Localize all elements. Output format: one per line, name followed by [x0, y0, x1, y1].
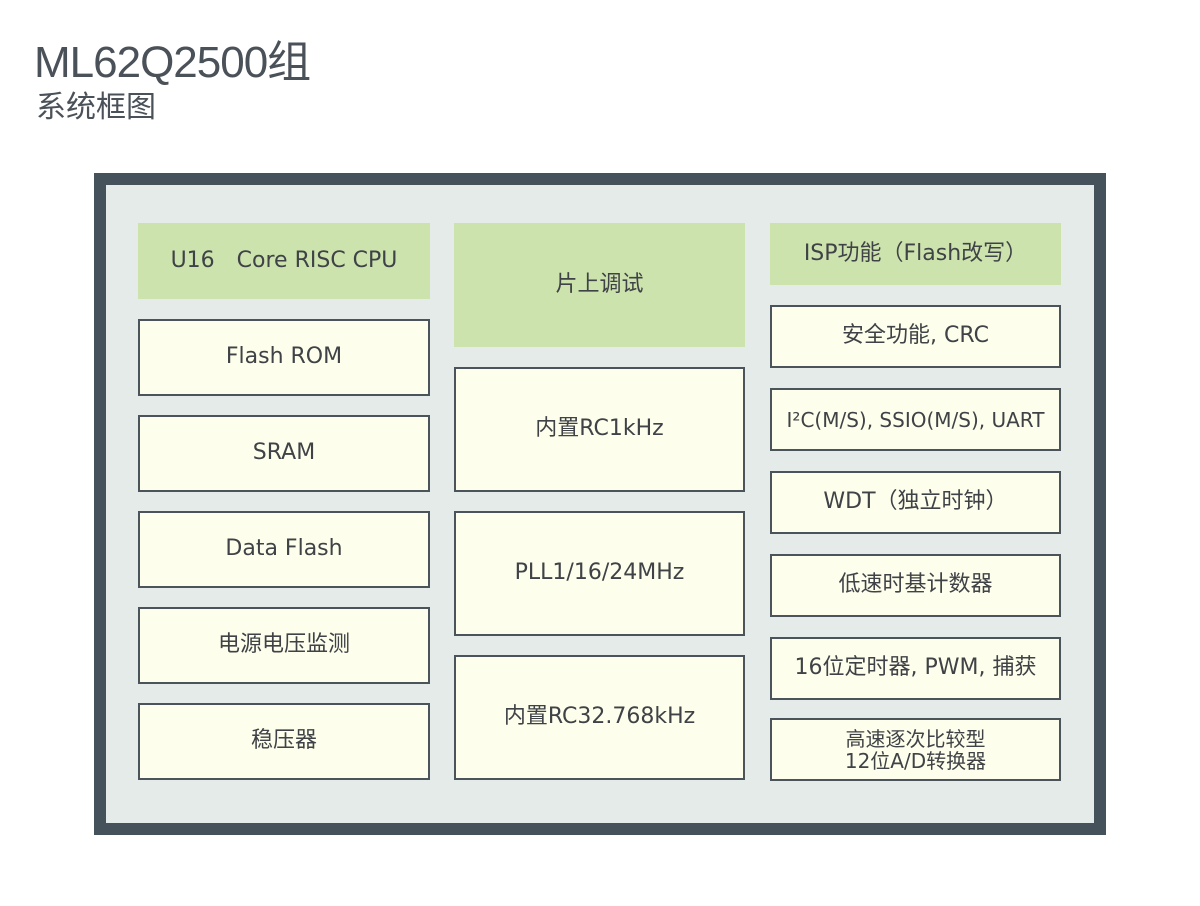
block-cpu-core: U16 Core RISC CPU [138, 223, 430, 299]
block-adc: 高速逐次比较型 12位A/D转换器 [770, 718, 1061, 781]
block-wdt: WDT（独立时钟） [770, 471, 1061, 534]
block-serial-interfaces: I²C(M/S), SSIO(M/S), UART [770, 388, 1061, 451]
block-16bit-timer: 16位定时器, PWM, 捕获 [770, 637, 1061, 700]
block-flash-rom: Flash ROM [138, 319, 430, 396]
chip-body: U16 Core RISC CPU Flash ROM SRAM Data Fl… [106, 185, 1094, 823]
block-data-flash: Data Flash [138, 511, 430, 588]
block-adc-line2: 12位A/D转换器 [844, 748, 987, 773]
block-time-base-counter: 低速时基计数器 [770, 554, 1061, 617]
page-subtitle: 系统框图 [36, 90, 156, 125]
block-rc-32khz: 内置RC32.768kHz [454, 655, 745, 780]
block-isp: ISP功能（Flash改写） [770, 223, 1061, 285]
block-voltage-monitor: 电源电压监测 [138, 607, 430, 684]
block-on-chip-debug: 片上调试 [454, 223, 745, 347]
block-rc-1khz: 内置RC1kHz [454, 367, 745, 492]
block-adc-line1: 高速逐次比较型 [845, 726, 986, 751]
page-title: ML62Q2500组 [34, 38, 311, 87]
block-sram: SRAM [138, 415, 430, 492]
block-pll: PLL1/16/24MHz [454, 511, 745, 636]
block-security-crc: 安全功能, CRC [770, 305, 1061, 368]
block-regulator: 稳压器 [138, 703, 430, 780]
chip-outline: U16 Core RISC CPU Flash ROM SRAM Data Fl… [94, 173, 1106, 835]
